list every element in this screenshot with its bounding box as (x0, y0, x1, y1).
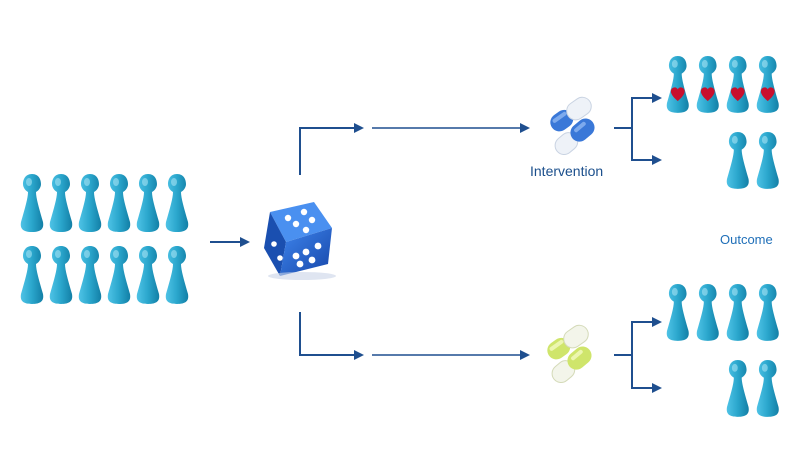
heart-icon (670, 87, 685, 102)
arrow-control-outcome-top (614, 317, 662, 356)
control-top-group (666, 284, 779, 341)
heart-icon (700, 87, 715, 102)
pawn-icon (165, 246, 189, 304)
pawn-icon (49, 174, 73, 232)
pawn-icon (78, 174, 102, 232)
pawn-icon (20, 246, 44, 304)
intervention-label: Intervention (530, 163, 604, 179)
pawn-icon (666, 284, 689, 341)
pawn-icon (49, 246, 73, 304)
pawn-icon (756, 132, 779, 189)
pawn-icon (726, 360, 749, 417)
heart-icon (730, 87, 745, 102)
arrow-outcome-no-event (631, 128, 662, 165)
pawn-icon (165, 174, 189, 232)
control-bottom-group (726, 360, 779, 417)
arrow-outcome-event (614, 93, 662, 129)
pawn-icon (107, 174, 131, 232)
outcome-label: Outcome (720, 232, 773, 247)
pawn-icon (136, 174, 160, 232)
heart-icon (760, 87, 775, 102)
pawn-icon (726, 284, 749, 341)
pawn-icon (726, 56, 749, 113)
dice-icon (264, 202, 336, 280)
arrow-control-outcome-bottom (631, 355, 662, 393)
arrow-to-intervention-arm (299, 123, 364, 175)
population-group (20, 174, 189, 304)
placebo-capsule-icon (547, 324, 592, 384)
pawn-icon (696, 56, 719, 113)
pawn-icon (756, 56, 779, 113)
capsule-icon (550, 96, 595, 156)
pawn-icon (696, 284, 719, 341)
pawn-icon (666, 56, 689, 113)
pawn-icon (756, 284, 779, 341)
pawn-icon (136, 246, 160, 304)
pawn-icon (78, 246, 102, 304)
intervention-no-event-group (726, 132, 779, 189)
pawn-icon (756, 360, 779, 417)
pawn-icon (20, 174, 44, 232)
intervention-event-group (666, 56, 779, 113)
pawn-icon (726, 132, 749, 189)
pawn-icon (107, 246, 131, 304)
arrow-to-control-arm (299, 312, 364, 360)
